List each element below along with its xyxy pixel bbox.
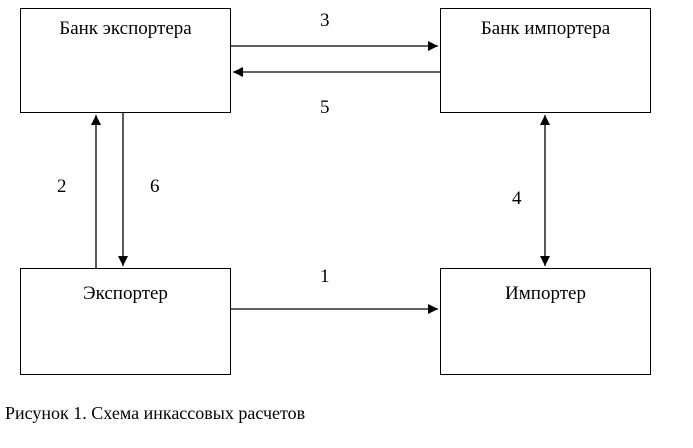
importer-bank-box: Банк импортера <box>440 8 651 113</box>
step-5-label: 5 <box>320 97 330 118</box>
exporter-bank-box: Банк экспортера <box>20 8 231 113</box>
figure-caption: Рисунок 1. Схема инкассовых расчетов <box>5 403 306 423</box>
step-6-label: 6 <box>150 176 160 197</box>
step-4-label: 4 <box>512 188 522 209</box>
step-1-label: 1 <box>320 266 330 287</box>
step-3-label: 3 <box>320 10 330 31</box>
exporter-box: Экспортер <box>20 268 231 375</box>
importer-label: Импортер <box>505 283 586 304</box>
step-2-label: 2 <box>57 176 67 197</box>
exporter-label: Экспортер <box>83 283 168 304</box>
importer-box: Импортер <box>440 268 651 375</box>
exporter-bank-label: Банк экспортера <box>59 18 192 39</box>
importer-bank-label: Банк импортера <box>480 18 611 39</box>
